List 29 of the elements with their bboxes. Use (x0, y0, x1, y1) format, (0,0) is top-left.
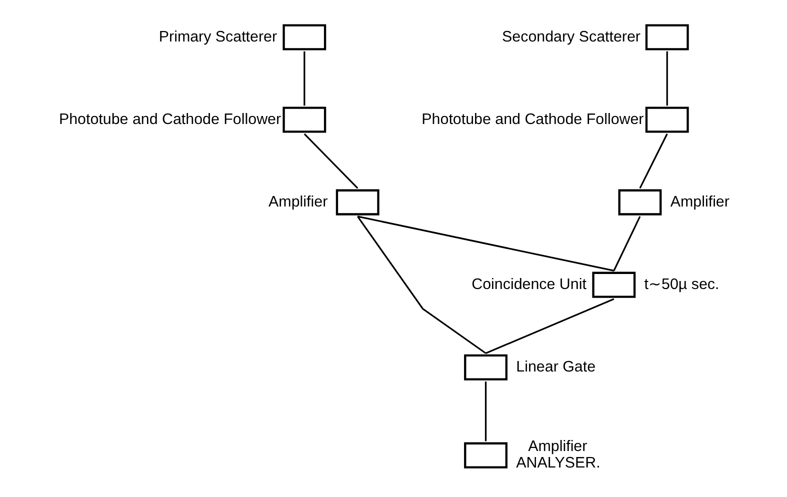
node-box (464, 354, 507, 380)
node-label: Coincidence Unit (471, 275, 586, 292)
node-label: Phototube and Cathode Follower (421, 110, 644, 128)
connector (303, 50, 305, 106)
node-label: t∼50µ sec. (644, 275, 719, 292)
node-box (464, 442, 507, 468)
connector (612, 216, 640, 271)
node-box (335, 188, 379, 215)
node-label: Phototube and Cathode Follower (58, 110, 281, 128)
node-label: Amplifier (670, 192, 729, 210)
node-label: Amplifier (268, 192, 328, 210)
node-box (282, 106, 326, 132)
connector (484, 381, 486, 441)
connector (484, 298, 614, 354)
node-label: Linear Gate (516, 358, 596, 375)
connector (638, 133, 668, 188)
node-label: ANALYSER. (516, 454, 600, 471)
node-box (282, 24, 326, 50)
node-box (592, 271, 636, 298)
node-label: Primary Scatterer (158, 28, 277, 45)
connector (303, 132, 358, 188)
node-box (644, 106, 688, 132)
connector (356, 215, 614, 272)
node-label: Secondary Scatterer (502, 28, 640, 45)
node-box (644, 24, 688, 50)
node-box (618, 188, 662, 215)
connector (356, 215, 486, 354)
connector (666, 50, 668, 106)
node-label: Amplifier (528, 438, 587, 455)
